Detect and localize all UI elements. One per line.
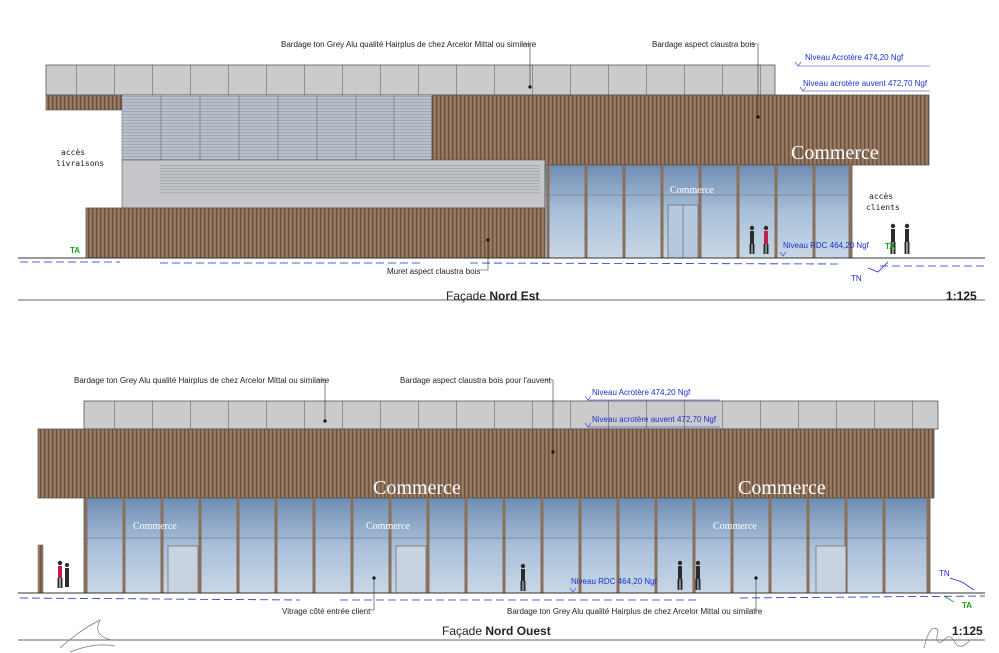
bottom-tn-marker: TN — [939, 569, 950, 578]
bottom-level-rdc: Niveau RDC 464,20 Ngf — [571, 577, 658, 586]
top-level-acrotere: Niveau Acrotère 474,20 Ngf — [805, 53, 904, 62]
elevation-nord-est: Bardage ton Grey Alu qualité Hairplus de… — [18, 40, 985, 303]
bottom-shopfront — [83, 497, 931, 594]
bottom-title: Façade Nord Ouest — [442, 624, 551, 638]
bottom-scale: 1:125 — [952, 624, 983, 638]
top-side-acces-clients-1: accès — [869, 191, 893, 201]
bottom-sign-commerce-small-2: Commerce — [366, 521, 410, 532]
bottom-sign-commerce-left: Commerce — [373, 477, 461, 499]
bottom-callout-vitrage: Vitrage côté entrée client — [282, 607, 371, 616]
bottom-callout-cladding-top: Bardage ton Grey Alu qualité Hairplus de… — [74, 376, 330, 385]
bottom-entrance-doors — [167, 545, 847, 594]
top-level-rdc: Niveau RDC 464,20 Ngf — [783, 241, 870, 250]
bottom-ta-marker: TA — [962, 601, 972, 610]
top-tn-marker: TN — [851, 274, 862, 283]
signature-sketch — [923, 627, 971, 649]
elevation-nord-ouest: Bardage ton Grey Alu qualité Hairplus de… — [18, 376, 986, 653]
top-side-acces-clients-2: clients — [866, 203, 900, 212]
bottom-cladding-band — [83, 400, 939, 430]
top-callout-muret: Muret aspect claustra bois — [387, 267, 480, 276]
top-ta-right: TA — [885, 242, 895, 251]
north-arrow-sketch — [59, 619, 116, 653]
bottom-sign-commerce-right: Commerce — [738, 477, 826, 499]
top-sign-commerce-small: Commerce — [670, 185, 714, 196]
top-callout-cladding: Bardage ton Grey Alu qualité Hairplus de… — [281, 40, 537, 49]
bottom-sign-commerce-small-1: Commerce — [133, 521, 177, 532]
top-callout-claustra: Bardage aspect claustra bois — [652, 40, 755, 49]
top-sign-commerce-large: Commerce — [791, 142, 879, 164]
top-scale: 1:125 — [946, 289, 977, 303]
top-muret — [85, 207, 546, 259]
top-claustra-band — [431, 94, 930, 166]
bottom-callout-cladding-bottom: Bardage ton Grey Alu qualité Hairplus de… — [507, 607, 763, 616]
top-cladding-band — [45, 64, 776, 96]
top-left-wood-strip — [45, 94, 123, 111]
top-side-acces-livraisons-1: accès — [61, 147, 85, 157]
bottom-people — [57, 560, 701, 591]
bottom-claustra-band — [37, 428, 935, 499]
bottom-level-acrotere: Niveau Acrotère 474,20 Ngf — [592, 388, 691, 397]
top-side-acces-livraisons-2: livraisons — [56, 159, 104, 168]
top-title: Façade Nord Est — [446, 289, 539, 303]
bottom-sign-commerce-small-3: Commerce — [713, 521, 757, 532]
bottom-callout-claustra-auvent: Bardage aspect claustra bois pour l'auve… — [400, 376, 552, 385]
bottom-level-auvent: Niveau acrotère auvent 472,70 Ngf — [592, 415, 717, 424]
top-ta-left: TA — [70, 246, 80, 255]
top-level-auvent: Niveau acrotère auvent 472,70 Ngf — [803, 79, 928, 88]
top-people — [749, 223, 910, 254]
